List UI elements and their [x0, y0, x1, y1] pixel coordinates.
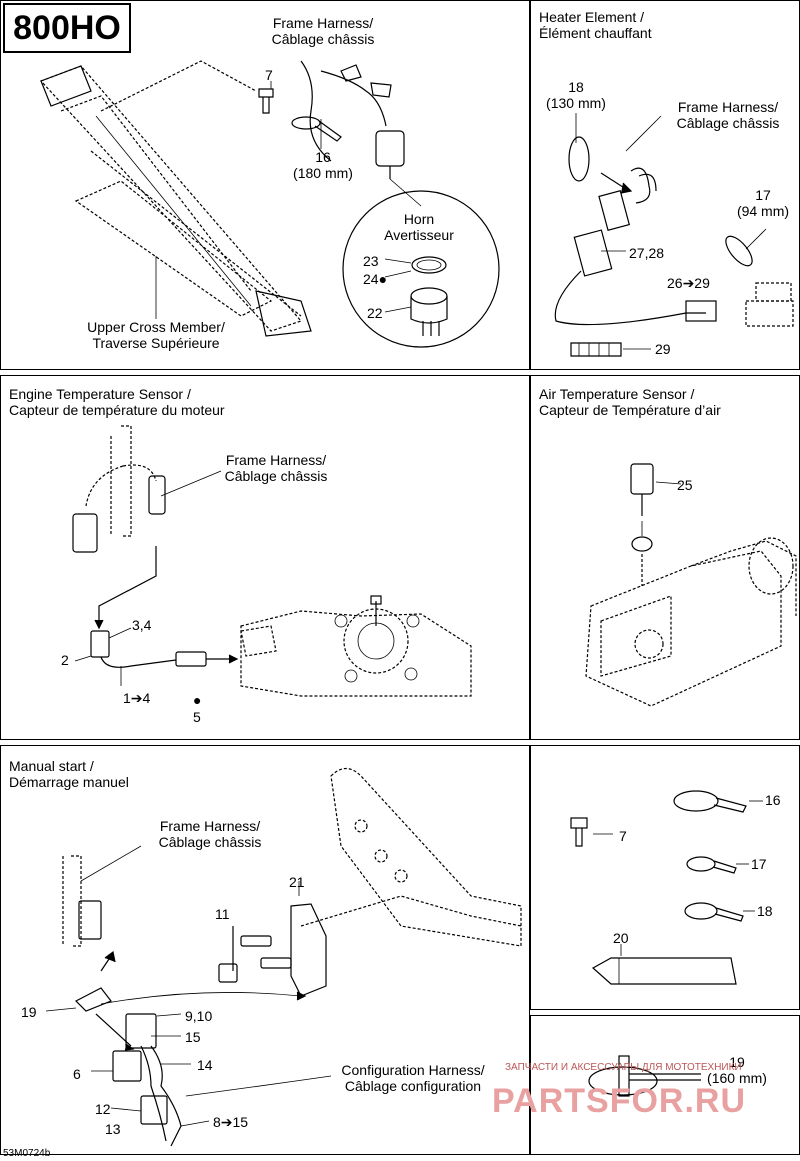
config-harness-title-fr: Câblage configuration: [344, 1078, 482, 1094]
manual-start-title-fr: Démarrage manuel: [9, 774, 129, 790]
manual-start-title-en: Manual start /: [9, 758, 94, 774]
callout-29: 29: [655, 341, 671, 357]
callout-17-num: 17: [755, 187, 771, 203]
callout-23: 23: [363, 253, 379, 269]
config-harness-label: Configuration Harness/ Câblage configura…: [323, 1062, 503, 1094]
drop-icon-5: ●: [193, 692, 202, 708]
heater-title-fr: Élément chauffant: [539, 25, 652, 41]
engine-sensor-illustration: [72, 425, 472, 697]
frame-harness-title-fr: Câblage châssis: [271, 31, 375, 47]
callout-13: 13: [105, 1121, 121, 1137]
horn-title: Horn: [403, 211, 435, 227]
callout-7: 7: [265, 67, 273, 83]
callout-11: 11: [215, 906, 230, 922]
callout-26-29: 26➔29: [667, 275, 710, 291]
callout-27-28: 27,28: [629, 245, 665, 261]
part-20: 20: [613, 930, 629, 946]
callout-18-num: 18: [568, 79, 584, 95]
callout-2: 2: [61, 652, 69, 668]
heater-harness-title: Frame Harness/: [677, 99, 779, 115]
tie-19-num: 19: [729, 1054, 745, 1070]
callout-16-num: 16: [315, 149, 331, 165]
callout-15: 15: [185, 1029, 201, 1045]
part-16: 16: [765, 792, 781, 808]
callout-25: 25: [677, 477, 693, 493]
cross-member-label: Upper Cross Member/ Traverse Supérieure: [61, 319, 251, 351]
engine-harness-label: Frame Harness/ Câblage châssis: [211, 452, 341, 484]
engine-harness-title: Frame Harness/: [225, 452, 327, 468]
engine-harness-title-fr: Câblage châssis: [224, 468, 328, 484]
engine-temp-title-en: Engine Temperature Sensor /: [9, 386, 191, 402]
callout-24-num: 24: [363, 271, 379, 287]
callout-5: 5: [193, 709, 201, 725]
callout-12: 12: [95, 1101, 111, 1117]
parts-panel: 16 7 17 18 20: [530, 745, 800, 1010]
heater-harness-label: Frame Harness/ Câblage châssis: [665, 99, 791, 131]
callout-19: 19: [21, 1004, 37, 1020]
watermark-brand: PARTSFOR.RU: [492, 1082, 747, 1120]
watermark-line: ЗАПЧАСТИ И АКСЕССУАРЫ ДЛЯ МОТОТЕХНИКИ: [505, 1062, 742, 1073]
heater-illustration: [554, 113, 794, 357]
callout-17-len: (94 mm): [736, 203, 790, 219]
heater-harness-title-fr: Câblage châssis: [676, 115, 780, 131]
model-name: 800HO: [3, 3, 131, 53]
manual-harness-title-fr: Câblage châssis: [158, 834, 262, 850]
tie-19-len: (160 mm): [707, 1070, 767, 1086]
air-sensor-illustration: [585, 463, 797, 707]
air-temp-panel: Air Temperature Sensor / Capteur de Temp…: [530, 375, 800, 740]
callout-21: 21: [289, 874, 305, 890]
manual-harness-title: Frame Harness/: [159, 818, 261, 834]
callout-16-len: (180 mm): [293, 165, 353, 181]
horn-title-fr: Avertisseur: [384, 227, 454, 243]
config-harness-title: Configuration Harness/: [341, 1062, 485, 1078]
air-temp-title: Air Temperature Sensor / Capteur de Temp…: [539, 386, 721, 418]
air-temp-title-fr: Capteur de Température d’air: [539, 402, 721, 418]
frame-harness-label: Frame Harness/ Câblage châssis: [253, 15, 393, 47]
callout-8-15: 8➔15: [213, 1114, 249, 1130]
heater-panel: Heater Element / Élément chauffant 18 (1…: [530, 0, 800, 370]
cross-member-title: Upper Cross Member/: [87, 319, 225, 335]
engine-temp-title-fr: Capteur de température du moteur: [9, 402, 225, 418]
part-17: 17: [751, 856, 767, 872]
callout-14: 14: [197, 1057, 213, 1073]
callout-18: 18 (130 mm): [537, 79, 615, 111]
callout-1-4: 1➔4: [123, 690, 151, 706]
frame-horn-panel: 800HO Frame Harness/ Câblage châssis 7 1…: [0, 0, 530, 370]
heater-title: Heater Element / Élément chauffant: [539, 9, 652, 41]
manual-start-panel: Manual start / Démarrage manuel Frame Ha…: [0, 745, 530, 1155]
callout-24: 24●: [363, 271, 387, 287]
parts-illustration: [570, 790, 763, 985]
callout-6: 6: [73, 1066, 81, 1082]
manual-harness-label: Frame Harness/ Câblage châssis: [145, 818, 275, 850]
callout-22: 22: [367, 305, 383, 321]
callout-16: 16 (180 mm): [287, 149, 359, 181]
cross-member-title-fr: Traverse Supérieure: [92, 335, 220, 351]
frame-harness-title: Frame Harness/: [272, 15, 374, 31]
tie-illustration: [588, 1055, 701, 1097]
tie-panel: 19 (160 mm): [530, 1015, 800, 1155]
horn-label: Horn Avertisseur: [356, 211, 482, 243]
drawing-code: 53M0724b: [3, 1148, 51, 1159]
callout-9-10: 9,10: [185, 1008, 213, 1024]
drop-icon: ●: [378, 271, 388, 287]
engine-temp-panel: Engine Temperature Sensor / Capteur de t…: [0, 375, 530, 740]
manual-start-title: Manual start / Démarrage manuel: [9, 758, 129, 790]
callout-3-4: 3,4: [132, 617, 152, 633]
engine-temp-title: Engine Temperature Sensor / Capteur de t…: [9, 386, 225, 418]
air-temp-title-en: Air Temperature Sensor /: [539, 386, 695, 402]
heater-title-en: Heater Element /: [539, 9, 645, 25]
part-18: 18: [757, 903, 773, 919]
callout-19-tie: 19 (160 mm): [701, 1054, 773, 1086]
callout-17: 17 (94 mm): [731, 187, 795, 219]
part-7: 7: [619, 828, 627, 844]
callout-18-len: (130 mm): [546, 95, 606, 111]
manual-start-illustration: [45, 767, 522, 1147]
frame-horn-illustration: [39, 60, 500, 348]
